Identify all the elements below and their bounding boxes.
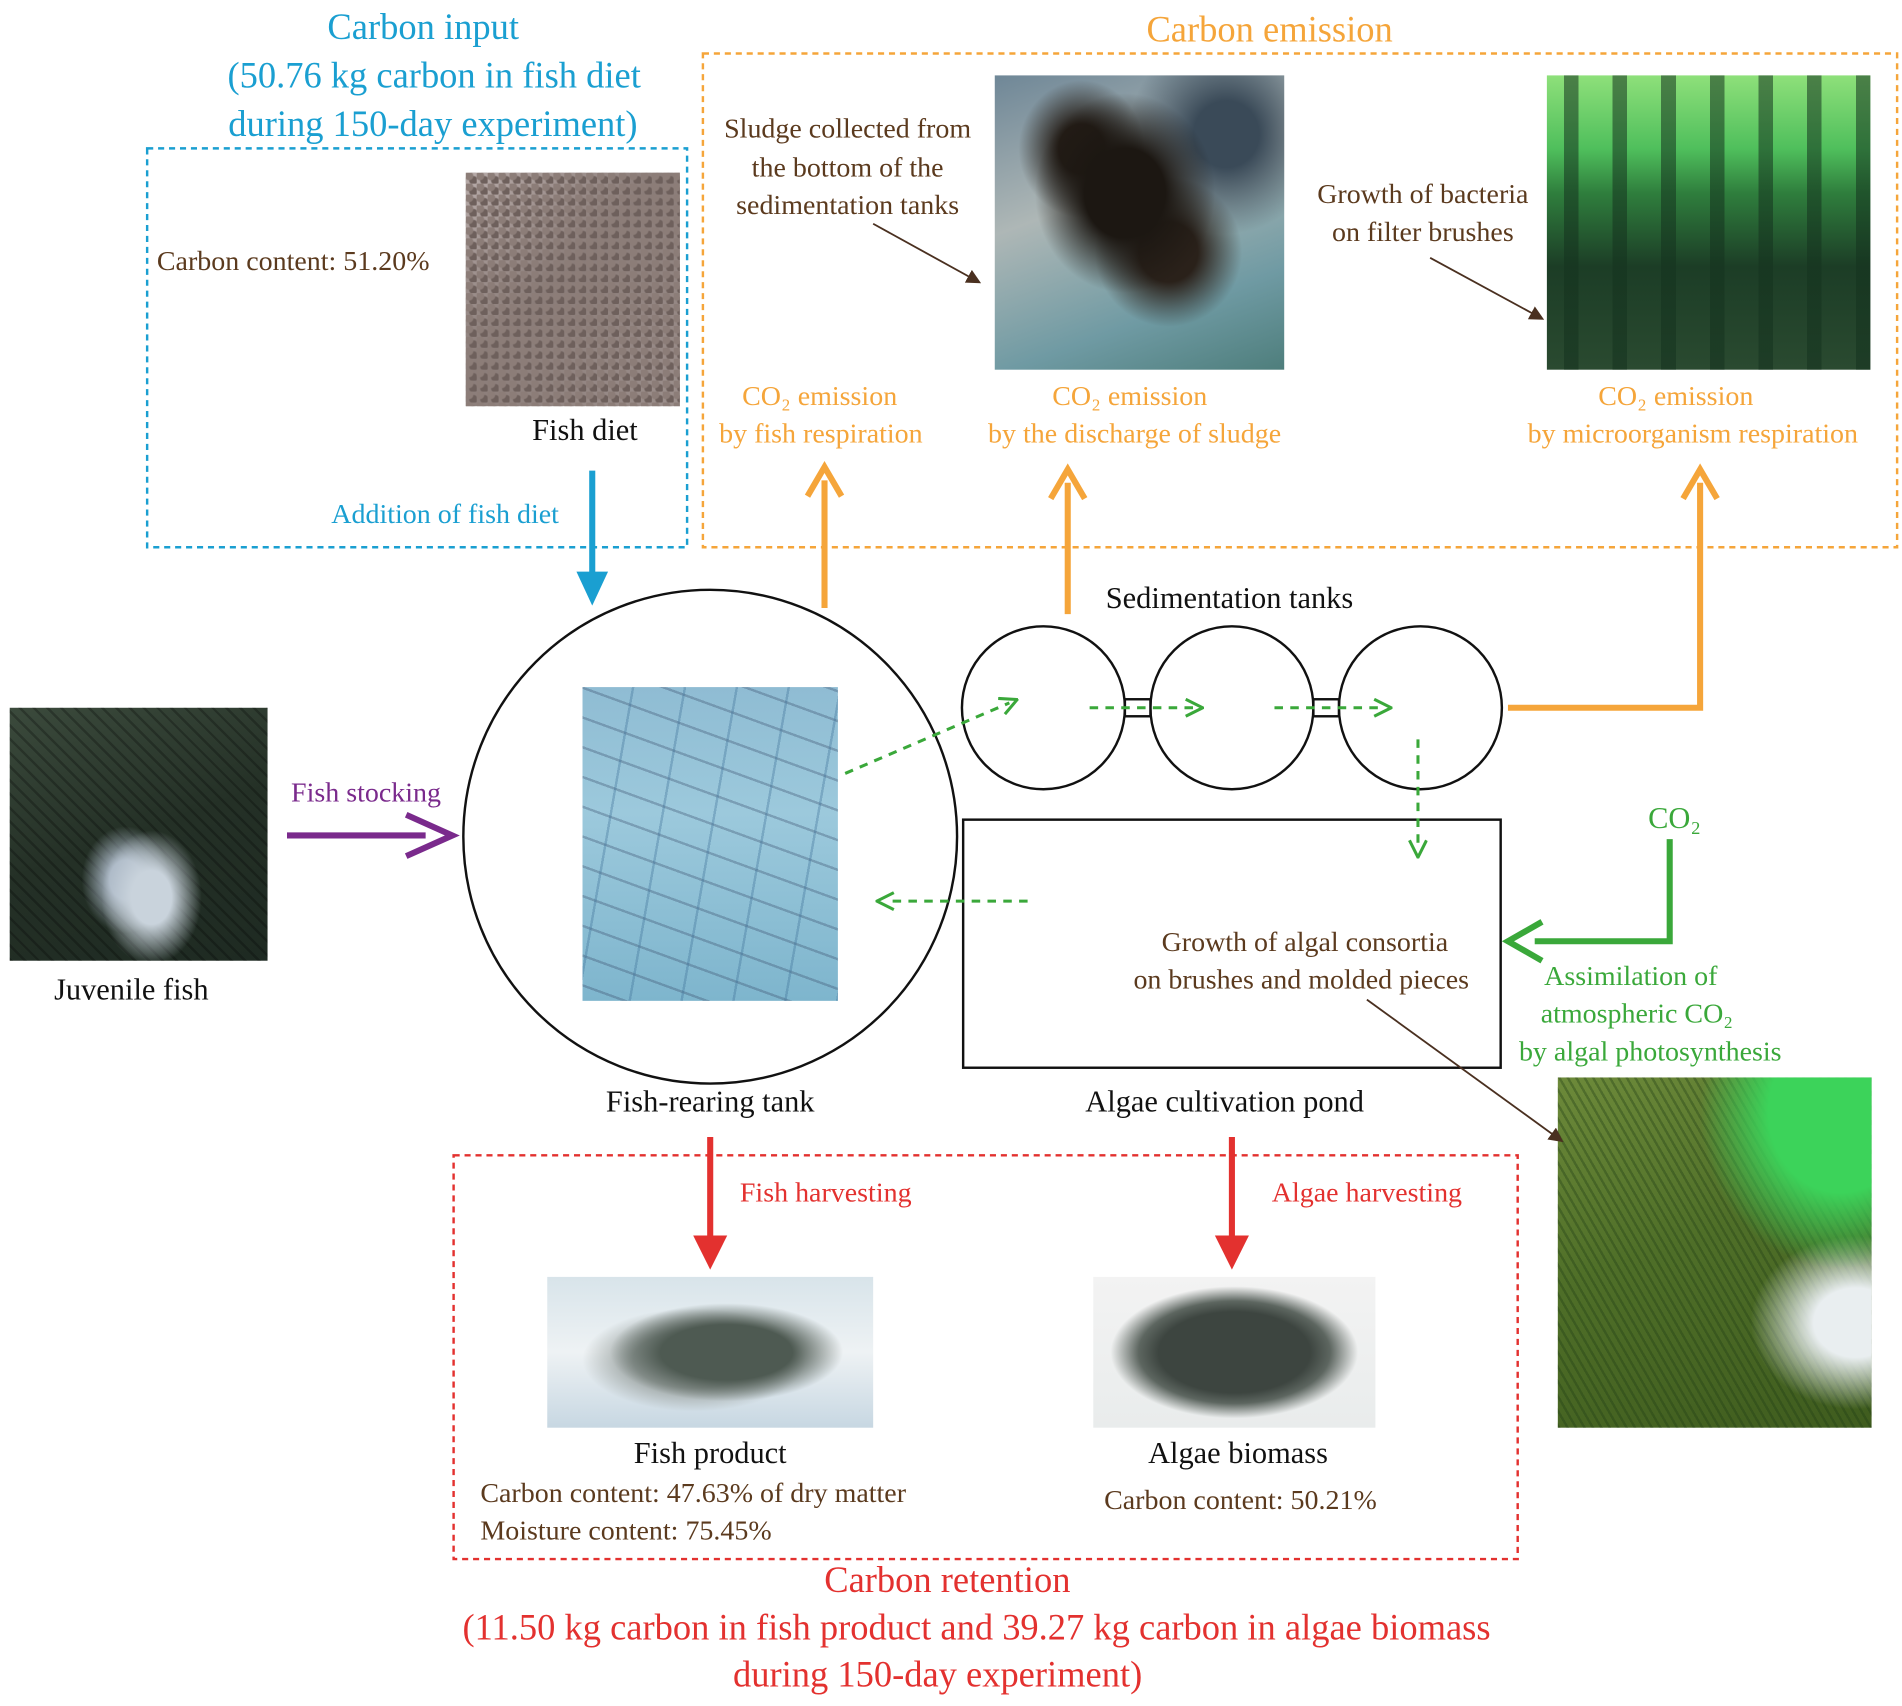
algae-brush-photo bbox=[1557, 1077, 1872, 1428]
sludge-photo bbox=[994, 75, 1285, 370]
fish-diet-photo bbox=[465, 172, 680, 407]
fish-carbon-content: Carbon content: 47.63% of dry matter bbox=[480, 1477, 907, 1508]
fish-diet-label: Fish diet bbox=[532, 414, 638, 448]
algae-harvesting-arrowhead bbox=[1214, 1235, 1249, 1270]
sludge-discharge-label-2: by the discharge of sludge bbox=[988, 418, 1282, 449]
algae-cultivation-pond bbox=[961, 818, 1502, 1069]
algae-biomass-photo bbox=[1093, 1276, 1376, 1428]
fish-harvesting-arrowhead bbox=[693, 1235, 728, 1270]
fish-respiration-label-1: CO₂ emission bbox=[742, 380, 898, 412]
algae-biomass-label: Algae biomass bbox=[1148, 1437, 1328, 1471]
bacteria-note-2: on filter brushes bbox=[1331, 216, 1514, 247]
fish-moisture-content: Moisture content: 75.45% bbox=[480, 1515, 772, 1546]
algae-pond-label: Algae cultivation pond bbox=[1085, 1085, 1364, 1119]
fish-tank-photo bbox=[582, 687, 838, 1001]
assimilation-3: by algal photosynthesis bbox=[1518, 1036, 1782, 1067]
carbon-input-title: Carbon input bbox=[327, 7, 519, 48]
carbon-retention-line2: during 150-day experiment) bbox=[732, 1655, 1143, 1696]
fish-rearing-tank bbox=[462, 588, 959, 1085]
sedimentation-tank-1 bbox=[960, 625, 1127, 791]
co2-assimilation-arrow bbox=[1534, 839, 1673, 945]
co2-label: CO₂ bbox=[1648, 802, 1701, 836]
fish-stocking-label: Fish stocking bbox=[291, 777, 442, 808]
diet-carbon-content: Carbon content: 51.20% bbox=[156, 245, 430, 277]
carbon-input-line2: during 150-day experiment) bbox=[228, 104, 638, 145]
algal-growth-pointer bbox=[1366, 998, 1564, 1143]
fish-harvesting-label: Fish harvesting bbox=[739, 1177, 912, 1208]
juvenile-fish-label: Juvenile fish bbox=[54, 974, 209, 1007]
algae-carbon-content: Carbon content: 50.21% bbox=[1104, 1484, 1377, 1516]
assimilation-1: Assimilation of bbox=[1544, 960, 1718, 992]
sludge-note-2: the bottom of the bbox=[751, 152, 944, 183]
sedimentation-tank-3 bbox=[1337, 625, 1504, 791]
carbon-emission-title: Carbon emission bbox=[1146, 9, 1393, 50]
carbon-input-line1: (50.76 kg carbon in fish diet bbox=[227, 55, 641, 97]
juvenile-fish-photo bbox=[9, 707, 268, 961]
sludge-note-1: Sludge collected from bbox=[724, 113, 972, 144]
sludge-note-3: sedimentation tanks bbox=[736, 189, 960, 221]
flow-tank-to-sedimentation bbox=[844, 703, 1009, 775]
carbon-retention-title: Carbon retention bbox=[824, 1560, 1071, 1601]
diet-addition-arrowhead bbox=[576, 571, 609, 606]
sludge-discharge-label-1: CO₂ emission bbox=[1052, 380, 1208, 412]
fish-respiration-arrowhead bbox=[804, 460, 845, 498]
addition-label: Addition of fish diet bbox=[331, 498, 559, 530]
carbon-emission-box bbox=[701, 52, 1899, 549]
carbon-retention-line1: (11.50 kg carbon in fish product and 39.… bbox=[462, 1607, 1491, 1648]
sedimentation-label: Sedimentation tanks bbox=[1105, 582, 1354, 616]
sludge-pointer bbox=[872, 222, 982, 284]
sludge-discharge-arrowhead bbox=[1048, 463, 1088, 501]
microorganism-respiration-arrow bbox=[1507, 482, 1704, 711]
fish-tank-label: Fish-rearing tank bbox=[605, 1085, 815, 1119]
bacteria-pointer bbox=[1429, 257, 1545, 320]
bacteria-note-1: Growth of bacteria bbox=[1317, 178, 1529, 210]
algal-growth-1: Growth of algal consortia bbox=[1161, 926, 1449, 958]
fish-stocking-arrowhead bbox=[404, 812, 460, 859]
microorganism-respiration-arrowhead bbox=[1680, 463, 1720, 501]
algal-growth-2: on brushes and molded pieces bbox=[1133, 964, 1470, 995]
fish-respiration-label-2: by fish respiration bbox=[719, 418, 923, 449]
micro-respiration-label-1: CO₂ emission bbox=[1598, 380, 1754, 412]
micro-respiration-label-2: by microorganism respiration bbox=[1527, 418, 1859, 449]
co2-assimilation-arrowhead bbox=[1501, 919, 1544, 964]
fish-product-photo bbox=[547, 1276, 874, 1428]
algae-harvesting-label: Algae harvesting bbox=[1271, 1177, 1463, 1208]
filter-brush-photo bbox=[1546, 75, 1871, 370]
assimilation-2: atmospheric CO₂ bbox=[1540, 998, 1734, 1029]
fish-product-label: Fish product bbox=[633, 1437, 787, 1471]
carbon-input-box bbox=[145, 147, 689, 549]
